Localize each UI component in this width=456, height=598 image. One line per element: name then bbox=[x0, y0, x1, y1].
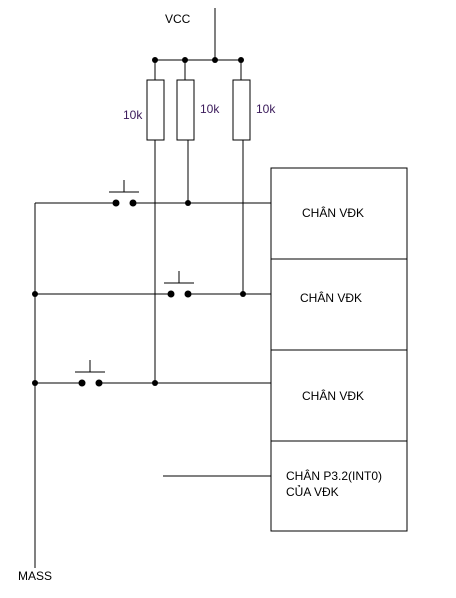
mcu-pin-box-2 bbox=[270, 258, 408, 351]
resistor-r1 bbox=[146, 79, 165, 141]
mcu-pin-label-4b: CỦA VĐK bbox=[286, 484, 339, 499]
junction-row1-r2 bbox=[185, 200, 191, 206]
resistor-r3 bbox=[232, 79, 251, 141]
mcu-pin-label-1: CHÂN VĐK bbox=[302, 205, 364, 220]
switch3-contact-right bbox=[95, 379, 103, 387]
junction-row2-mass bbox=[32, 291, 38, 297]
mcu-pin-box-1 bbox=[270, 167, 408, 260]
junction-vcc-bus bbox=[212, 57, 218, 63]
junction-row2-r3 bbox=[240, 291, 246, 297]
switch2-contact-left bbox=[167, 290, 175, 298]
switch2-contact-right bbox=[184, 290, 192, 298]
switch1-contact-right bbox=[129, 199, 137, 207]
r2-label: 10k bbox=[200, 102, 220, 116]
vcc-label: VCC bbox=[165, 12, 191, 26]
switch3-contact-left bbox=[78, 379, 86, 387]
junction-row3-mass bbox=[32, 380, 38, 386]
mcu-pin-label-3: CHÂN VĐK bbox=[302, 388, 364, 403]
junction-row3-r1 bbox=[152, 380, 158, 386]
mcu-pin-label-4a: CHÂN P3.2(INT0) bbox=[286, 468, 382, 483]
mass-label: MASS bbox=[18, 569, 52, 583]
r3-label: 10k bbox=[256, 102, 276, 116]
switch1-contact-left bbox=[112, 199, 120, 207]
mcu-pin-label-2: CHÂN VĐK bbox=[300, 290, 362, 305]
mcu-pin-box-4 bbox=[270, 440, 408, 532]
resistor-r2 bbox=[176, 79, 195, 141]
r1-label: 10k bbox=[123, 108, 143, 122]
